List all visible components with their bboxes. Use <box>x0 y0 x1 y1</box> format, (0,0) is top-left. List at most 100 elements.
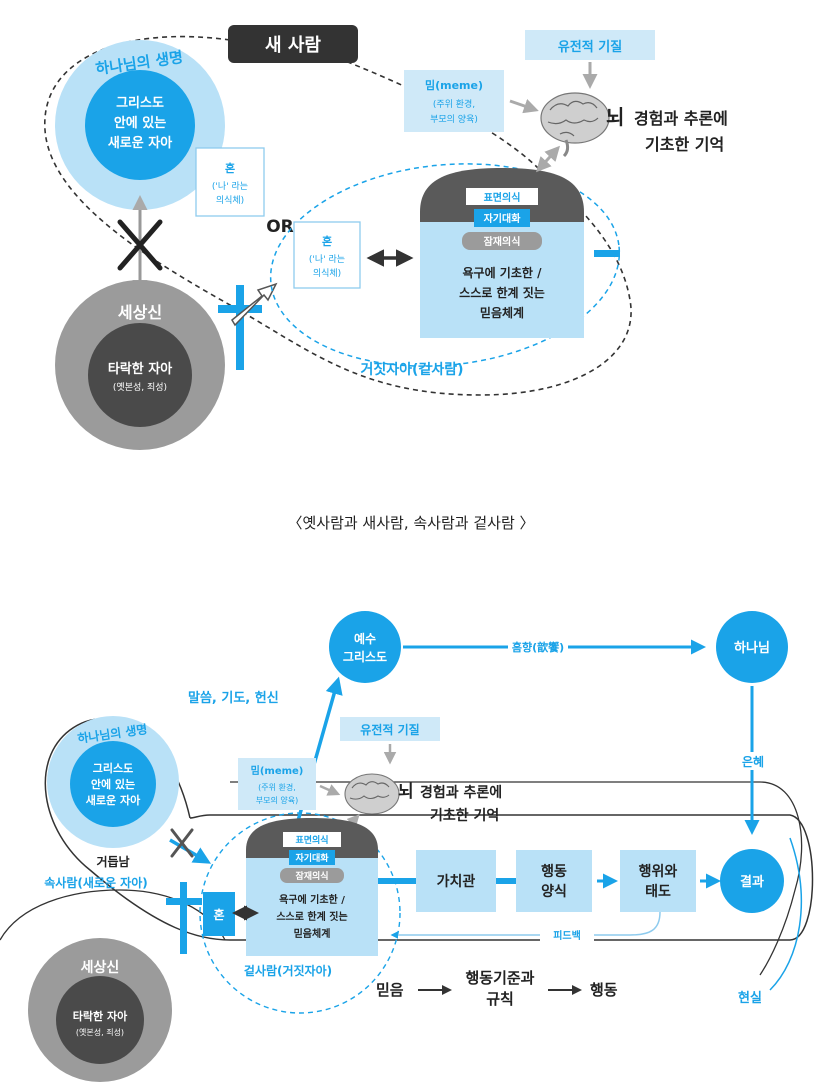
soul-b-line3: 의식체) <box>313 268 341 279</box>
word-label: 말씀, 기도, 헌신 <box>188 690 279 706</box>
flow-rules: 규칙 <box>486 990 514 1008</box>
new-person-label: 새 사람 <box>265 35 321 56</box>
cross-icon <box>218 285 262 370</box>
feedback-label: 피드백 <box>553 929 581 942</box>
subconscious-box <box>462 232 542 250</box>
self-talk-label-2: 자기대화 <box>295 852 329 864</box>
god-label: 하나님 <box>734 640 770 656</box>
action-attitude-box <box>620 850 696 912</box>
new-self-line3: 새로운 자아 <box>108 135 172 151</box>
values-box <box>416 850 496 912</box>
subconscious-label-2: 잠재의식 <box>295 870 328 882</box>
reality-label: 현실 <box>738 990 762 1006</box>
soul-box-a <box>195 147 265 217</box>
new-person-boundary <box>44 35 632 396</box>
meme-line1: 밈(meme) <box>425 79 483 92</box>
surface-label-box-2 <box>283 832 341 847</box>
genetic-label-2: 유전적 기질 <box>360 722 419 737</box>
brain-label-2: 뇌 <box>398 782 414 802</box>
jesus-circle <box>329 611 401 683</box>
meme-box-2 <box>238 758 316 810</box>
belief-line2: 스스로 한계 짓는 <box>459 285 545 300</box>
feedback-arrow <box>390 911 661 939</box>
behavior-style-box <box>516 850 592 912</box>
or-label: OR <box>266 217 294 237</box>
subconscious-box-2 <box>280 868 344 883</box>
genetic-box-2 <box>340 717 440 741</box>
fallen-self-circle-2 <box>56 976 144 1064</box>
reality-boundary <box>230 781 803 976</box>
cross-icon-2 <box>166 882 202 954</box>
blocked-x-icon <box>117 219 163 271</box>
soul-box-b <box>293 221 361 289</box>
self-talk-box <box>474 209 530 227</box>
self-talk-label: 자기대화 <box>484 212 522 225</box>
feedback-label-bg <box>540 927 594 943</box>
fallen-self-sub-2: (옛본성, 죄성) <box>76 1028 124 1037</box>
soul-a-line1: 혼 <box>225 161 235 175</box>
meme2-line1: 밈(meme) <box>251 765 304 777</box>
new-self2-line2: 안에 있는 <box>91 777 135 791</box>
flow-belief: 믿음 <box>376 981 404 999</box>
subconscious-label: 잠재의식 <box>484 235 521 248</box>
genetic-label: 유전적 기질 <box>558 39 622 55</box>
reality-outer-curve <box>769 837 803 991</box>
belief-line3: 믿음체계 <box>480 305 524 320</box>
memory2-line1: 경험과 추론에 <box>420 784 502 801</box>
diagram-1: 새 사람 하나님의 생명 그리스도 안에 있는 새로운 자아 세상신 타락한 자… <box>44 25 728 450</box>
new-self-line2: 안에 있는 <box>114 115 166 131</box>
action-attitude-line1: 행위와 <box>639 863 678 880</box>
meme-line2: (주위 환경, <box>433 98 475 110</box>
soul-label-2: 혼 <box>213 907 224 922</box>
world-god-arc <box>0 889 226 941</box>
figure-caption: 〈옛사람과 새사람, 속사람과 겉사람 〉 <box>287 514 534 532</box>
inner-person-label: 속사람(새로운 자아) <box>44 875 147 890</box>
belief2-line2: 스스로 한계 짓는 <box>276 910 347 923</box>
worship-label: 흠향(歆饗) <box>512 640 564 654</box>
belief2-line1: 욕구에 기초한 / <box>279 893 345 906</box>
grace-label-bg <box>738 752 768 770</box>
outer-person-boundary <box>199 812 401 1014</box>
fallen-self-label: 타락한 자아 <box>108 361 172 377</box>
jesus-line2: 그리스도 <box>343 649 387 664</box>
blocked-x-icon-2 <box>170 828 194 858</box>
meme2-line2: (주위 환경, <box>258 782 296 792</box>
soul-a-line3: 의식체) <box>216 195 244 206</box>
flow-standard: 행동기준과 <box>465 969 534 987</box>
meme-arrow-2 <box>319 784 341 796</box>
surface-label: 표면의식 <box>484 191 521 204</box>
fallen-self-sub: (옛본성, 죄성) <box>113 382 167 393</box>
soul-box-2 <box>203 892 235 936</box>
action-attitude-line2: 태도 <box>645 884 671 900</box>
genetic-box <box>525 30 655 60</box>
behavior-style-line2: 양식 <box>541 884 567 900</box>
false-self-label: 거짓자아(겉사람) <box>361 361 464 378</box>
worship-label-bg <box>508 639 568 655</box>
behavior-style-line1: 행동 <box>541 864 567 880</box>
values-label: 가치관 <box>437 873 476 890</box>
meme2-line3: 부모의 양육) <box>256 795 298 805</box>
diagram-2: 예수 그리스도 흠향(歆饗) 하나님 은혜 말씀, 기도, 헌신 유전적 기질 … <box>0 611 814 1082</box>
belief2-line3: 믿음체계 <box>294 927 331 940</box>
new-self2-line1: 그리스도 <box>93 761 133 775</box>
reborn-label: 거듭남 <box>96 854 129 869</box>
world-god-label: 세상신 <box>118 303 162 322</box>
minus-icon <box>594 250 620 257</box>
brain-belief-arrow <box>535 145 561 173</box>
brain-label: 뇌 <box>606 105 624 129</box>
hollow-arrow-icon <box>231 282 278 327</box>
new-person-label-box <box>228 25 358 63</box>
memory-line1: 경험과 추론에 <box>634 109 728 128</box>
result-circle <box>720 849 784 913</box>
meme-line3: 부모의 양육) <box>430 114 478 125</box>
flow-action: 행동 <box>590 981 618 999</box>
fallen-self-label-2: 타락한 자아 <box>73 1009 128 1023</box>
surface-label-2: 표면의식 <box>295 834 328 846</box>
new-self-circle <box>85 70 195 180</box>
grace-label: 은혜 <box>742 754 764 769</box>
jesus-line1: 예수 <box>354 631 376 646</box>
soul-a-line2: ('나' 라는 <box>212 181 248 192</box>
soul-b-line1: 혼 <box>322 234 332 248</box>
brain-icon-2 <box>344 773 400 815</box>
surface-label-box <box>466 188 538 205</box>
